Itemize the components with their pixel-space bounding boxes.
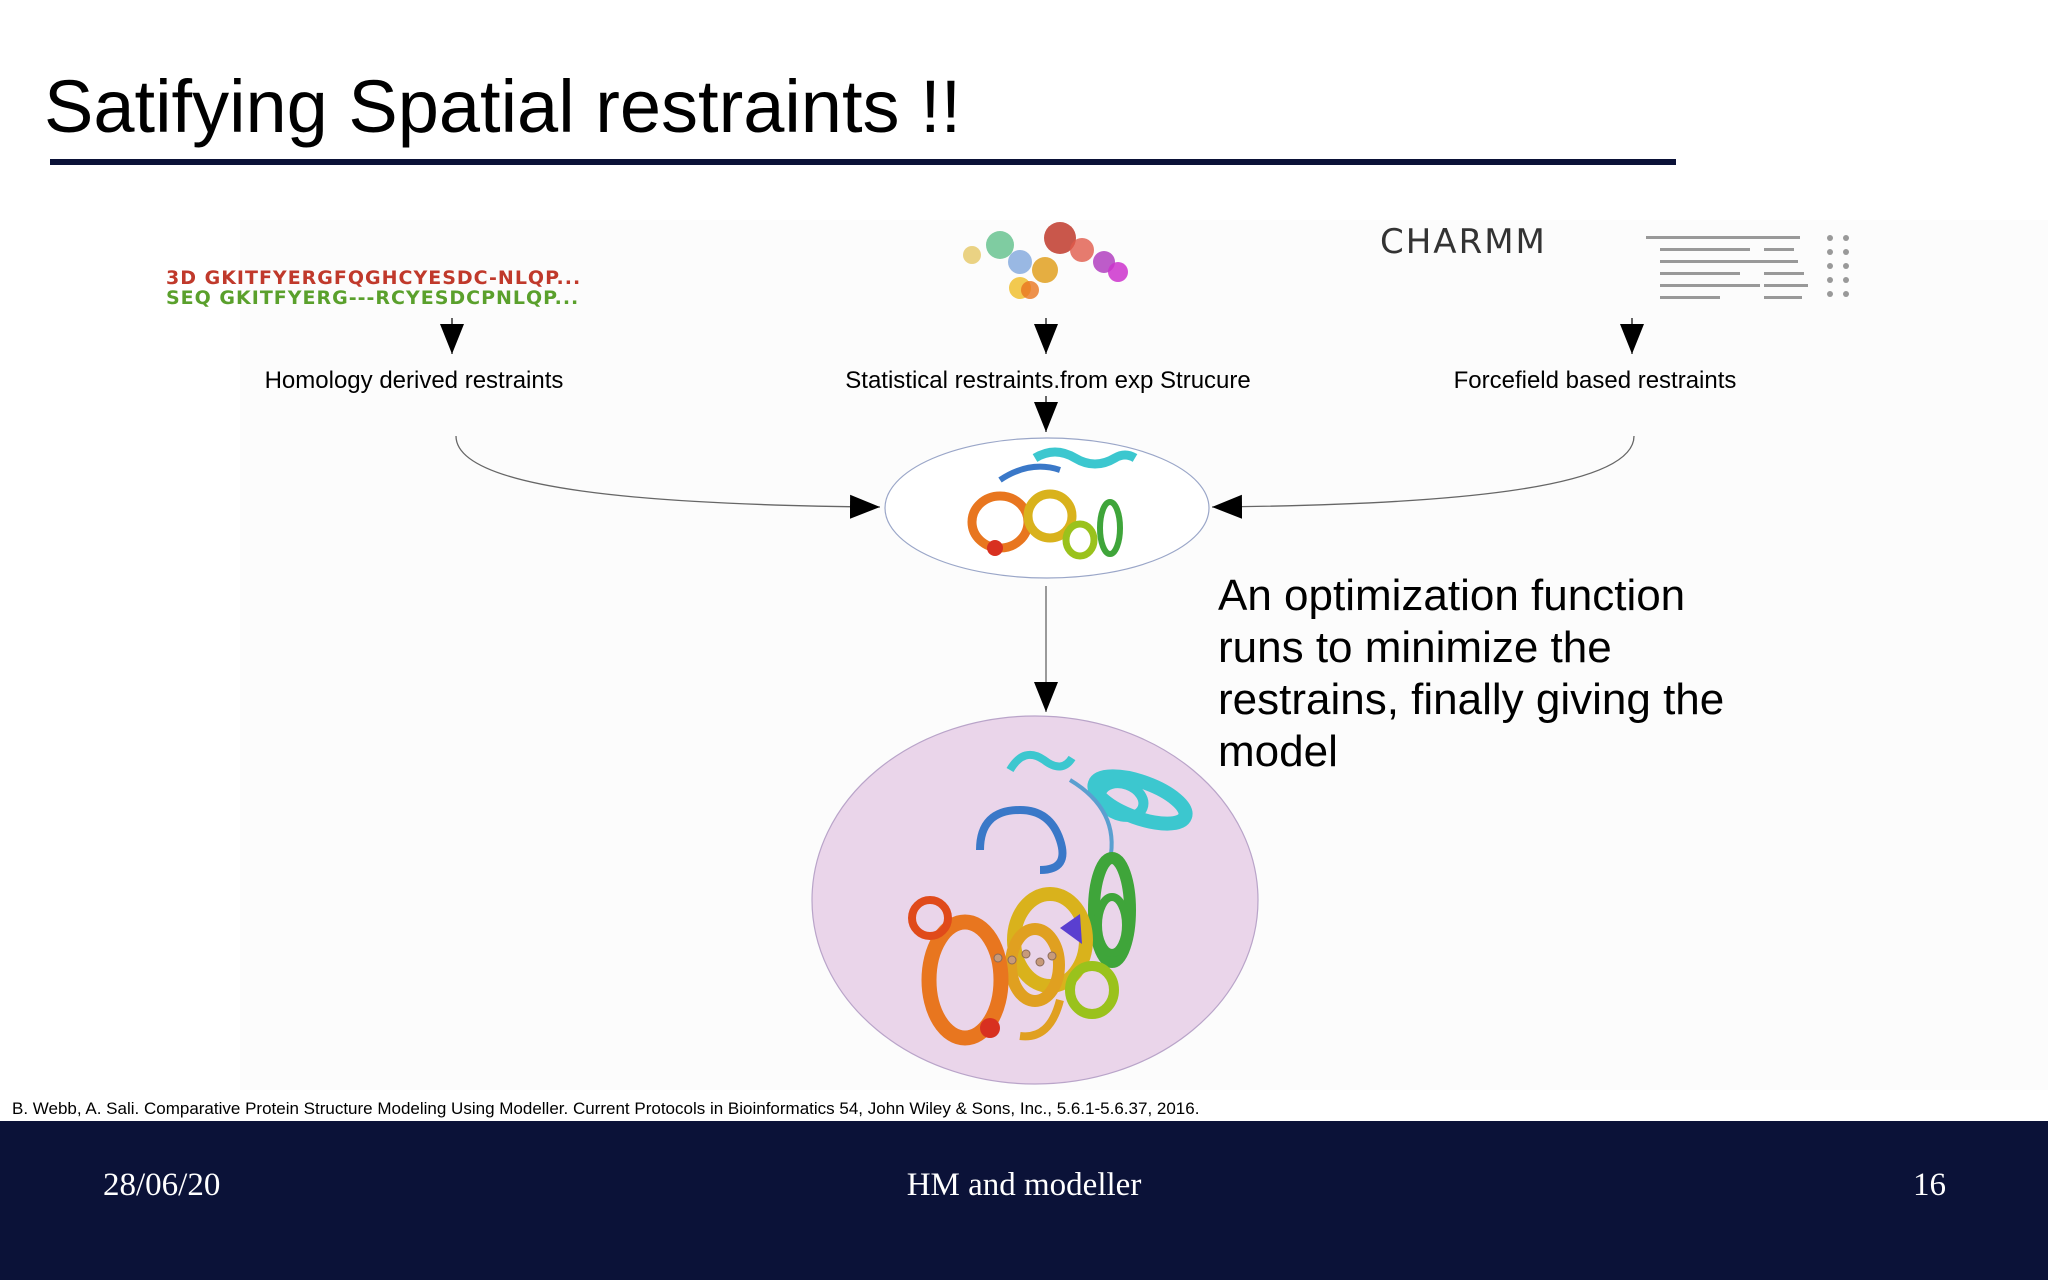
slide-footer: 28/06/20 HM and modeller 16 [0, 1121, 2048, 1280]
alignment-3d-line: 3D GKITFYERGFQGHCYESDC-NLQP... [166, 267, 582, 289]
forcefield-restraints-label: Forcefield based restraints [1453, 367, 1737, 394]
title-underline [50, 159, 1676, 165]
optimization-explanation: An optimization function runs to minimiz… [1218, 571, 1725, 776]
intermediate-model-ellipse [884, 437, 1210, 579]
arrow-homology-to-model [455, 435, 881, 519]
restraints-diagram [440, 222, 1849, 1085]
statistical-restraints-label: Statistical restraints.from exp Strucure [845, 367, 1251, 394]
experimental-structures-icon [963, 222, 1128, 299]
alignment-seq-line: SEQ GKITFYERG---RCYESDCPNLQP... [166, 287, 580, 309]
citation-reference: B. Webb, A. Sali. Comparative Protein St… [12, 1099, 1200, 1118]
charmm-label: CHARMM [1380, 222, 1547, 262]
arrow-forcefield-to-model [1211, 435, 1635, 519]
slide-title: Satifying Spatial restraints !! [44, 65, 962, 148]
sequence-alignment: 3D GKITFYERGFQGHCYESDC-NLQP... SEQ GKITF… [166, 268, 581, 308]
footer-title: HM and modeller [906, 1167, 1142, 1203]
homology-restraints-label: Homology derived restraints [264, 367, 564, 394]
footer-date: 28/06/20 [103, 1167, 221, 1203]
charmm-equations-icon [1646, 235, 1849, 299]
slide-number: 16 [1913, 1167, 1946, 1203]
intermediate-protein-icon [967, 447, 1138, 560]
final-protein-model-icon [908, 750, 1193, 1046]
